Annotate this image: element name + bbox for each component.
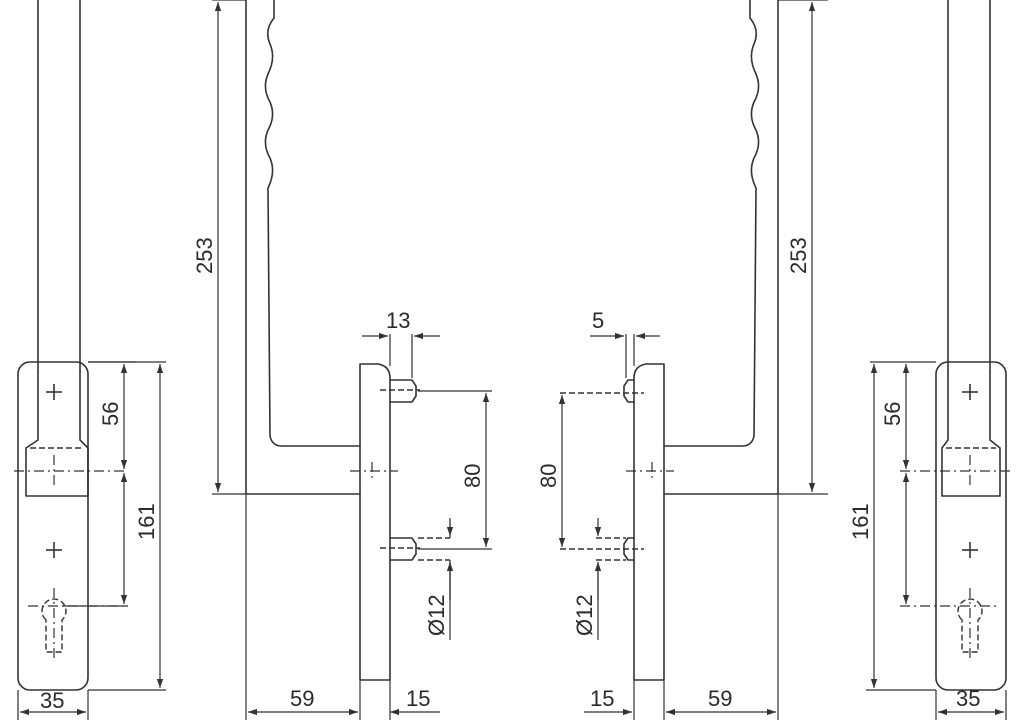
dim-plate-width-left: 35 <box>40 688 64 713</box>
screw-upper-icon <box>46 384 62 400</box>
dim-lever-projection-right: 59 <box>708 686 732 711</box>
screw-upper-icon <box>962 384 978 400</box>
front-view-right: 56 161 35 <box>848 0 1010 720</box>
dim-pin-length-left: 13 <box>386 308 410 333</box>
dim-lever-height-left: 253 <box>192 237 217 274</box>
dim-plate-height-right: 161 <box>848 503 873 540</box>
dim-screw-diameter-right: Ø12 <box>572 594 597 636</box>
dim-screw-spacing-right: 80 <box>536 464 561 488</box>
pin-upper-outline <box>623 379 635 403</box>
screw-lower-icon <box>962 542 978 558</box>
cylinder-keyhole-icon <box>957 598 983 653</box>
dim-rose-depth-left: 15 <box>406 686 430 711</box>
front-view-left: 35 56 161 <box>14 0 166 720</box>
lever-bar-outline <box>947 0 991 373</box>
dim-plate-height-left: 161 <box>134 503 159 540</box>
dim-spindle-offset-right: 56 <box>880 402 905 426</box>
dim-plate-width-right: 35 <box>956 686 980 711</box>
keyhole-centerline <box>28 588 128 662</box>
spindle-centerline <box>14 455 128 487</box>
cylinder-keyhole-icon <box>41 598 67 653</box>
dim-lever-projection-left: 59 <box>290 686 314 711</box>
lever-bar-outline <box>37 0 81 373</box>
screw-lower-icon <box>46 542 62 558</box>
dim-spindle-offset-left: 56 <box>98 402 123 426</box>
side-view-right: 5 80 Ø12 15 59 253 <box>536 0 828 720</box>
spindle-centerline <box>900 455 1010 487</box>
spindle-centerline <box>626 462 674 480</box>
dim-screw-spacing-left: 80 <box>460 464 485 488</box>
rose-plate-outline <box>633 363 665 681</box>
dim-pin-length-right: 5 <box>592 308 604 333</box>
dim-rose-depth-right: 15 <box>590 686 614 711</box>
dim-screw-diameter-left: Ø12 <box>424 594 449 636</box>
keyhole-centerline <box>900 588 1000 662</box>
spindle-centerline <box>350 462 398 480</box>
lever-profile-outline <box>663 0 779 495</box>
side-view-left: 253 59 15 13 80 Ø12 <box>192 0 492 720</box>
backplate-outline <box>17 361 89 691</box>
backplate-outline <box>935 361 1007 691</box>
lever-profile-outline <box>245 0 361 495</box>
pin-upper-outline <box>389 379 417 403</box>
rose-outline <box>941 371 1001 497</box>
dim-lever-height-right: 253 <box>786 237 811 274</box>
rose-outline <box>25 371 89 497</box>
pin-lower-outline <box>389 537 417 561</box>
rose-plate-outline <box>359 363 391 681</box>
